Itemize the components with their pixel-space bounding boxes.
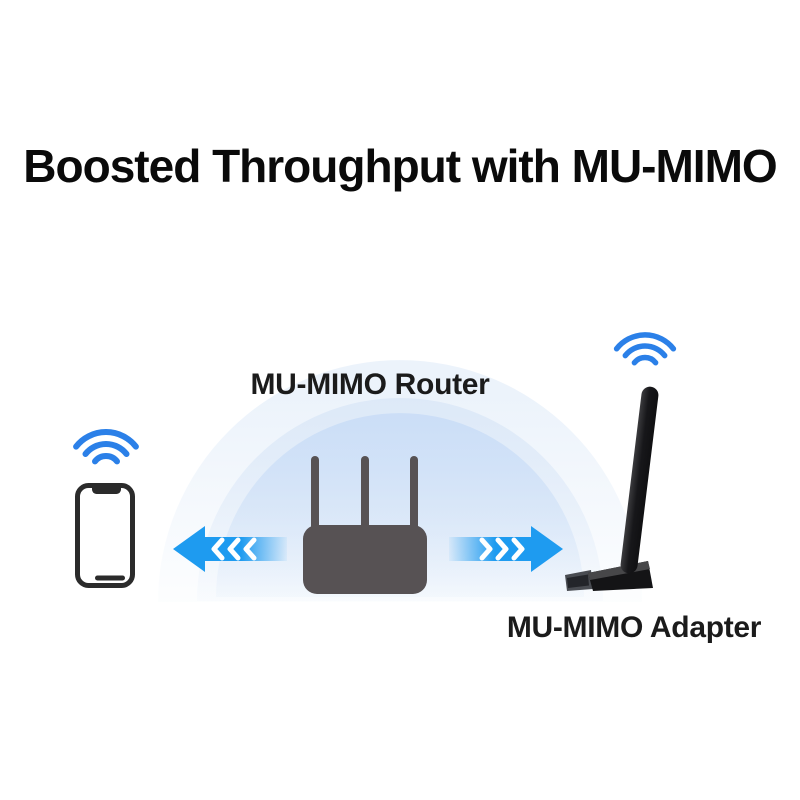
router-antenna-left: [311, 456, 319, 534]
page-title: Boosted Throughput with MU-MIMO: [23, 140, 777, 192]
usb-adapter-icon: [565, 386, 659, 591]
router-icon: [303, 456, 427, 594]
adapter-label: MU-MIMO Adapter: [506, 611, 762, 644]
router-antenna-right: [410, 456, 418, 534]
phone-notch: [92, 485, 121, 494]
left-data-arrow: [173, 526, 287, 572]
wifi-icon-phone: [73, 429, 139, 465]
adapter-usb-plug-contacts: [567, 574, 589, 588]
left-arrow-chevrons-icon: [211, 537, 257, 561]
router-label: MU-MIMO Router: [250, 368, 490, 401]
router-antenna-middle: [361, 456, 369, 534]
phone-outline: [75, 483, 135, 588]
wifi-icon-adapter: [613, 332, 677, 366]
phone-home-bar: [95, 575, 125, 581]
adapter-antenna: [620, 386, 659, 574]
right-data-arrow: [449, 526, 563, 572]
router-body: [303, 525, 427, 594]
phone-icon: [75, 483, 135, 588]
right-arrow-chevrons-icon: [479, 537, 525, 561]
